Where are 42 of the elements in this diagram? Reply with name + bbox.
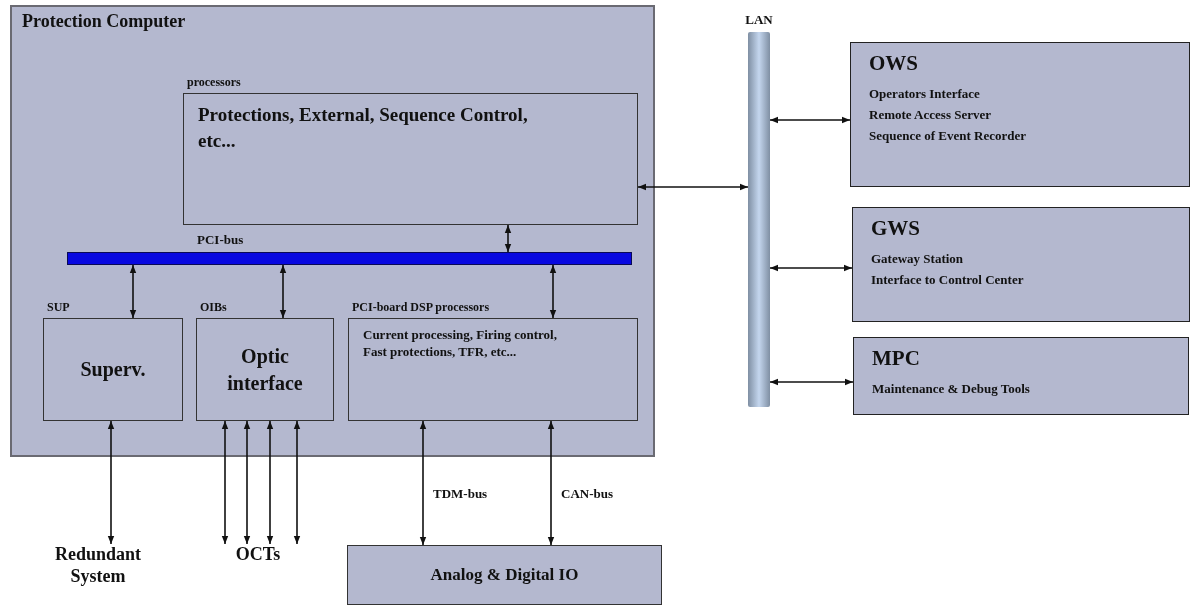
double-arrow [547, 420, 555, 546]
io-box [347, 545, 662, 605]
io-label: Analog & Digital IO [430, 563, 579, 586]
workstation-box [850, 42, 1190, 187]
double-arrow [549, 264, 557, 319]
module-heading: processors [187, 75, 242, 90]
workstation-function: Sequence of Event Recorder [869, 126, 1028, 145]
workstation-title: GWS [871, 216, 921, 241]
module-text: Superv. [80, 357, 146, 383]
module-heading: OIBs [200, 300, 228, 315]
workstation-function: Operators Interface [869, 85, 981, 103]
double-arrow [279, 264, 287, 319]
workstation-title: MPC [872, 346, 921, 371]
module-text: Optic interface [226, 343, 304, 396]
workstation-box [853, 337, 1189, 415]
double-arrow [107, 420, 115, 545]
workstation-function: Interface to Control Center [871, 270, 1025, 289]
double-arrow [769, 378, 854, 386]
panel-title: Protection Computer [22, 11, 186, 32]
double-arrow [769, 116, 851, 124]
module-text: Current processing, Firing control, Fast protections, TFR, etc... [363, 327, 558, 361]
workstation-title: OWS [869, 51, 919, 76]
workstation-function: Gateway Station [871, 250, 965, 268]
double-arrow [266, 420, 274, 545]
double-arrow [769, 264, 853, 272]
bus-label: PCI-bus [197, 232, 244, 248]
double-arrow [221, 420, 229, 545]
double-arrow [419, 420, 427, 546]
endpoint-label: OCTs [218, 544, 298, 566]
workstation-box [852, 207, 1190, 322]
workstation-function: Remote Access Server [869, 105, 992, 124]
double-arrow [243, 420, 251, 545]
workstation-function: Maintenance & Debug Tools [872, 380, 1031, 398]
double-arrow [129, 264, 137, 319]
endpoint-label: Redundant System [28, 544, 168, 588]
double-arrow [504, 224, 512, 253]
double-arrow [637, 183, 749, 191]
module-heading: SUP [47, 300, 71, 315]
double-arrow [293, 420, 301, 545]
module-heading: PCI-board DSP processors [352, 300, 491, 315]
module-text: Protections, External, Sequence Control, etc... [198, 103, 528, 153]
bus-label: LAN [745, 12, 773, 28]
